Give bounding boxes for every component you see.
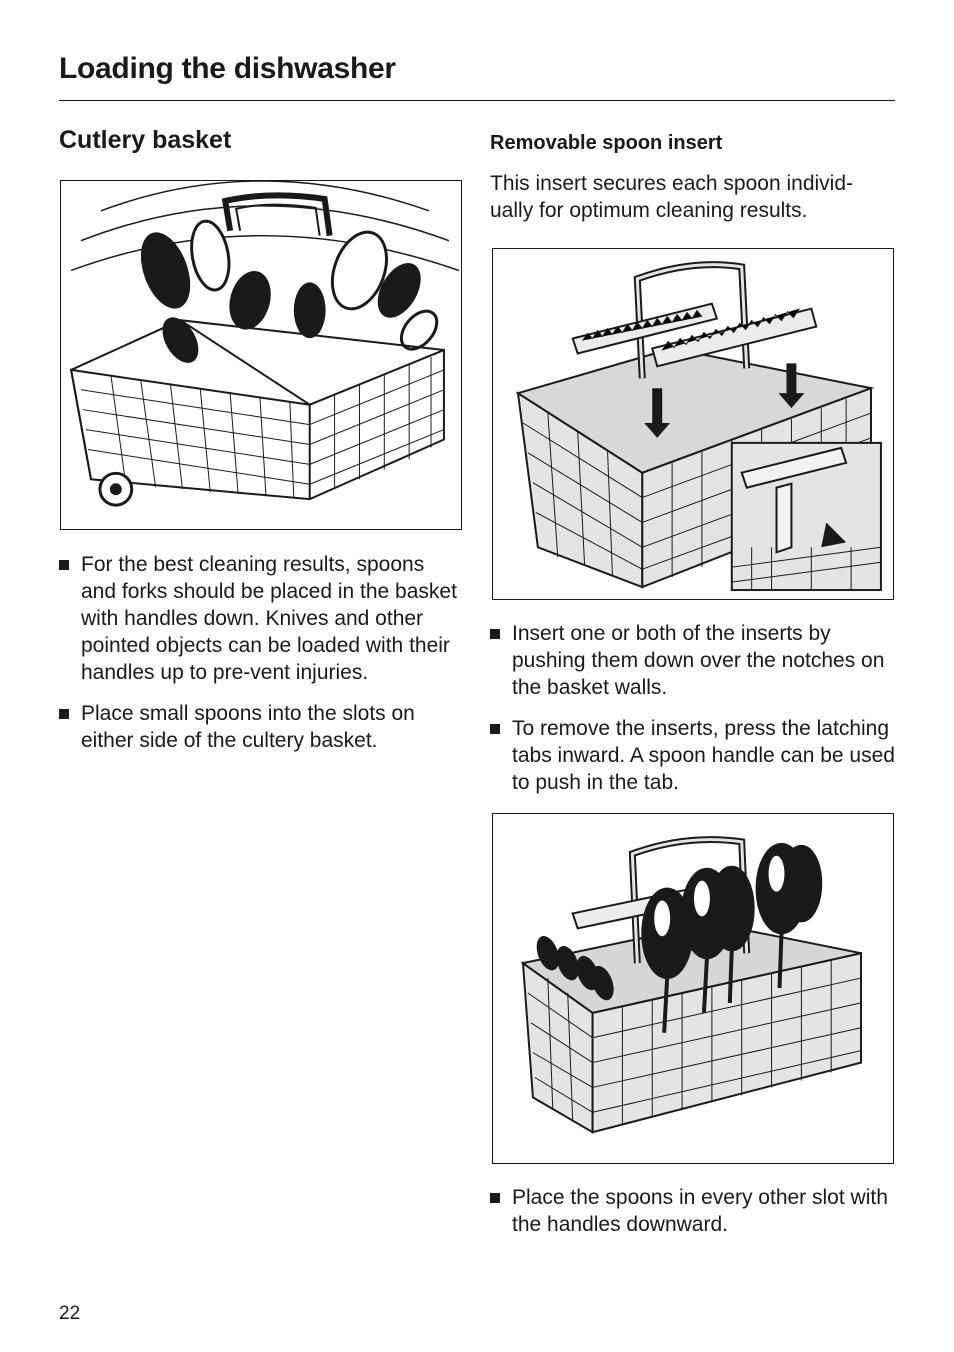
cutlery-basket-drawing: [69, 181, 460, 507]
cutlery-basket-illustration: [60, 180, 462, 530]
list-item: Insert one or both of the inserts by pus…: [490, 620, 895, 701]
spoon-insert-instructions: Insert one or both of the inserts by pus…: [490, 620, 895, 810]
square-bullet-icon: [59, 709, 69, 719]
page-number: 22: [59, 1303, 81, 1324]
list-item-text: To remove the inserts, press the latchin…: [512, 717, 895, 794]
spoons-loaded-drawing: [520, 836, 863, 1134]
square-bullet-icon: [490, 1193, 500, 1203]
list-item-text: Place the spoons in every other slot wit…: [512, 1186, 888, 1236]
list-item: To remove the inserts, press the latchin…: [490, 715, 895, 796]
list-item: Place the spoons in every other slot wit…: [490, 1184, 895, 1238]
list-item-text: Place small spoons into the slots on eit…: [81, 702, 415, 752]
section-heading-cutlery-basket: Cutlery basket: [59, 126, 232, 154]
subheading-removable-spoon-insert: Removable spoon insert: [490, 132, 723, 154]
title-rule: [59, 100, 895, 101]
spoon-placement-instructions: Place the spoons in every other slot wit…: [490, 1184, 895, 1252]
list-item: For the best cleaning results, spoons an…: [59, 551, 459, 686]
intro-paragraph: This insert secures each spoon individ-u…: [490, 172, 854, 222]
list-item: Place small spoons into the slots on eit…: [59, 700, 459, 754]
square-bullet-icon: [59, 560, 69, 570]
square-bullet-icon: [490, 724, 500, 734]
page-title: Loading the dishwasher: [59, 52, 396, 85]
spoons-loaded-illustration: [492, 813, 894, 1164]
list-item-text: For the best cleaning results, spoons an…: [81, 553, 457, 684]
square-bullet-icon: [490, 629, 500, 639]
list-item-text: Insert one or both of the inserts by pus…: [512, 622, 885, 699]
cutlery-basket-instructions: For the best cleaning results, spoons an…: [59, 551, 459, 768]
spoon-insert-drawing: [515, 261, 882, 592]
spoon-insert-illustration: [492, 248, 894, 600]
